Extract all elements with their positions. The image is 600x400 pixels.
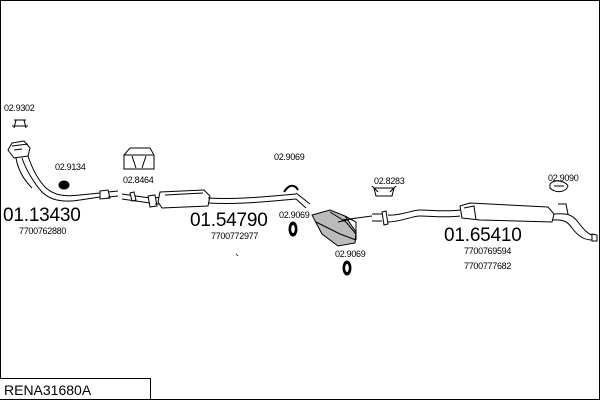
fitting-code-clamp: 02.8283 xyxy=(374,176,405,186)
section-part-number-front: 01.13430 xyxy=(3,205,81,226)
fitting-code-gasket: 02.9302 xyxy=(4,103,35,113)
fitting-code-hanger-2: 02.9069 xyxy=(279,210,310,220)
section-part-number-rear: 01.65410 xyxy=(444,225,522,246)
section-part-number-middle: 01.54790 xyxy=(190,210,268,231)
fitting-code-mount-kit: 02.8464 xyxy=(123,175,154,185)
fitting-code-hanger-3: 02.9069 xyxy=(335,249,366,259)
fitting-code-rear-hanger: 02.9090 xyxy=(548,173,579,183)
reference-box xyxy=(0,378,151,399)
leader-lines xyxy=(235,253,239,257)
fitting-code-rubber: 02.9134 xyxy=(55,162,86,172)
rear-pipe-drawing xyxy=(372,202,598,242)
section-oe-number-rear-1: 7700769594 xyxy=(464,246,512,256)
middle-pipe-drawing xyxy=(121,189,311,209)
fitting-code-hanger-1: 02.9069 xyxy=(274,152,305,162)
section-oe-number-front: 7700762880 xyxy=(19,226,67,236)
section-oe-number-middle: 7700772977 xyxy=(211,231,259,241)
middle-silencer-drawing xyxy=(311,209,373,247)
front-pipe-drawing xyxy=(7,140,119,202)
section-oe-number-rear-2: 7700777682 xyxy=(464,261,512,271)
fitting-glyphs xyxy=(12,119,569,276)
reference-code: RENA31680A xyxy=(4,382,92,398)
